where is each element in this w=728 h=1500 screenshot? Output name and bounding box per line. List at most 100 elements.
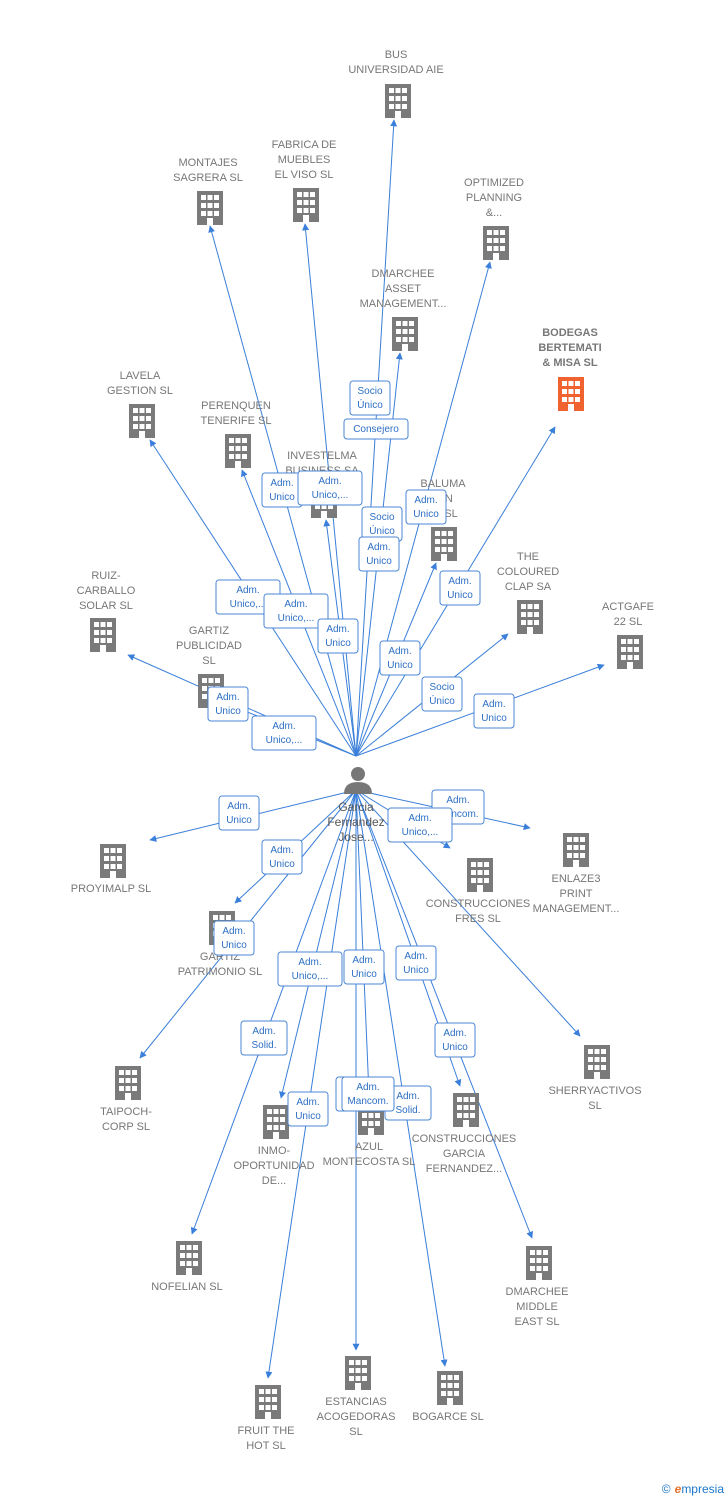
role-badge[interactable]: Adm.Unico [317,618,359,654]
company-node-proyimalp[interactable]: PROYIMALP SL [71,844,152,895]
role-badge[interactable]: Adm.Unico,... [277,951,343,987]
person-name-line-3: Jose... [338,830,373,844]
role-badge-frame [297,470,363,506]
role-text-line: Socio [357,386,382,397]
company-label-line: GARCIA [443,1148,486,1160]
role-badge-frame [421,676,463,712]
role-text-line: Adm. [388,646,411,657]
role-badge-frame [317,618,359,654]
company-label-line: MIDDLE [516,1301,558,1313]
role-badge-frame [218,795,260,831]
building-icon [197,191,223,225]
role-badge-frame [343,418,409,440]
company-node-inmo_oportunidad[interactable]: INMO-OPORTUNIDADDE... [233,1105,315,1187]
role-text-line: Unico [481,713,507,724]
company-node-construcciones_garcia[interactable]: CONSTRUCCIONESGARCIAFERNANDEZ... [412,1093,517,1175]
roles-layer: SocioÚnicoConsejeroAdm.UnicoAdm.Unico,..… [207,380,515,1127]
building-icon [584,1045,610,1079]
role-badge[interactable]: Adm.Unico [405,489,447,525]
company-label-line: FRUIT THE [237,1425,294,1437]
company-node-taipoch[interactable]: TAIPOCH-CORP SL [100,1066,152,1133]
company-label-line: SOLAR SL [79,600,133,612]
role-badge[interactable]: Adm.Unico [261,839,303,875]
role-badge[interactable]: Adm.Unico,... [263,593,329,629]
role-text-line: Único [429,694,455,707]
company-label-line: FABRICA DE [272,139,337,151]
company-label-line: MUEBLES [278,154,331,166]
role-text-line: Adm. [482,699,505,710]
building-icon [100,844,126,878]
role-badge[interactable]: Adm.Unico,... [297,470,363,506]
company-node-enlaze3[interactable]: ENLAZE3PRINTMANAGEMENT... [533,833,620,915]
company-label-line: BALUMA [420,478,466,490]
role-badge[interactable]: Adm.Solid. [384,1085,432,1121]
role-text-line: Adm. [236,585,259,596]
company-label-line: FRES SL [455,913,501,925]
building-icon [437,1371,463,1405]
company-label-line: CONSTRUCCIONES [426,898,531,910]
role-text-line: Unico,... [230,599,267,610]
role-text-line: Adm. [252,1026,275,1037]
role-badge[interactable]: Adm. Unico [473,693,515,729]
role-badge[interactable]: Adm.Unico [207,686,249,722]
company-label-line: ACOGEDORAS [317,1411,396,1423]
company-node-bogarce[interactable]: BOGARCE SL [412,1371,484,1423]
role-text-line: Unico,... [266,735,303,746]
role-badge[interactable]: Adm.Mancom. [341,1076,395,1112]
role-badge[interactable]: Consejero [343,418,409,440]
role-badge-frame [439,570,481,606]
role-badge[interactable]: Adm.Unico [358,536,400,572]
role-badge[interactable]: Adm.Unico [439,570,481,606]
company-node-dmarchee_asset[interactable]: DMARCHEEASSETMANAGEMENT... [360,268,447,351]
building-icon [115,1066,141,1100]
company-node-nofelian[interactable]: NOFELIAN SL [151,1241,223,1293]
role-text-line: Unico [403,965,429,976]
role-badge[interactable]: Adm.Unico [287,1091,329,1127]
role-badge[interactable]: Adm.Unico [434,1022,476,1058]
role-text-line: Adm. [446,795,469,806]
company-node-optimized_planning[interactable]: OPTIMIZEDPLANNING&... [464,177,524,260]
edge-bogarce [355,789,448,1367]
role-text-line: Adm. [443,1028,466,1039]
company-label-line: BUS [385,49,408,61]
role-badge[interactable]: Adm.Unico [395,945,437,981]
company-node-construcciones_fres[interactable]: CONSTRUCCIONES FRES SL [426,858,531,925]
building-icon [617,635,643,669]
role-badge[interactable]: Adm.Unico,... [387,807,453,843]
role-badge[interactable]: Adm.Unico [261,472,303,508]
role-badge[interactable]: Adm.Unico [213,920,255,956]
role-badge[interactable]: Adm.Unico [343,949,385,985]
role-text-line: Adm. [356,1082,379,1093]
company-label-line: LAVELA [120,370,161,382]
center-person[interactable]: Garcia Fernandez Jose... [327,767,385,844]
role-text-line: Adm. [216,692,239,703]
role-badge[interactable]: Adm.Unico,... [251,715,317,751]
role-badge[interactable]: Adm.Unico [379,640,421,676]
brand-mark[interactable]: ©empresia [662,1482,724,1496]
role-badge[interactable]: Adm.Solid. [240,1020,288,1056]
role-badge-frame [343,949,385,985]
role-badge[interactable]: Adm.Unico [218,795,260,831]
role-text-line: Consejero [353,424,399,435]
company-label-line: BODEGAS [542,327,598,339]
company-label-line: BOGARCE SL [412,1411,484,1423]
